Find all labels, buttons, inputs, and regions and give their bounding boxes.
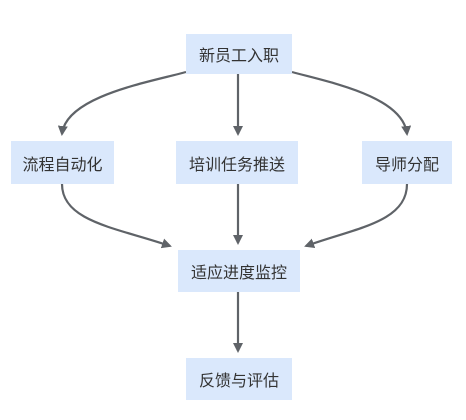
edge-automation-monitoring	[60, 183, 172, 249]
node-onboarding: 新员工入职	[186, 34, 292, 74]
edge-mentor-monitoring	[304, 183, 409, 248]
node-mentor-assignment: 导师分配	[362, 141, 452, 184]
edge-onboarding-mentor	[291, 70, 412, 136]
node-progress-monitoring: 适应进度监控	[178, 250, 300, 292]
node-training-push: 培训任务推送	[176, 141, 298, 184]
node-feedback-evaluation: 反馈与评估	[186, 358, 292, 400]
node-process-automation: 流程自动化	[11, 141, 114, 184]
edge-onboarding-automation	[57, 70, 187, 136]
